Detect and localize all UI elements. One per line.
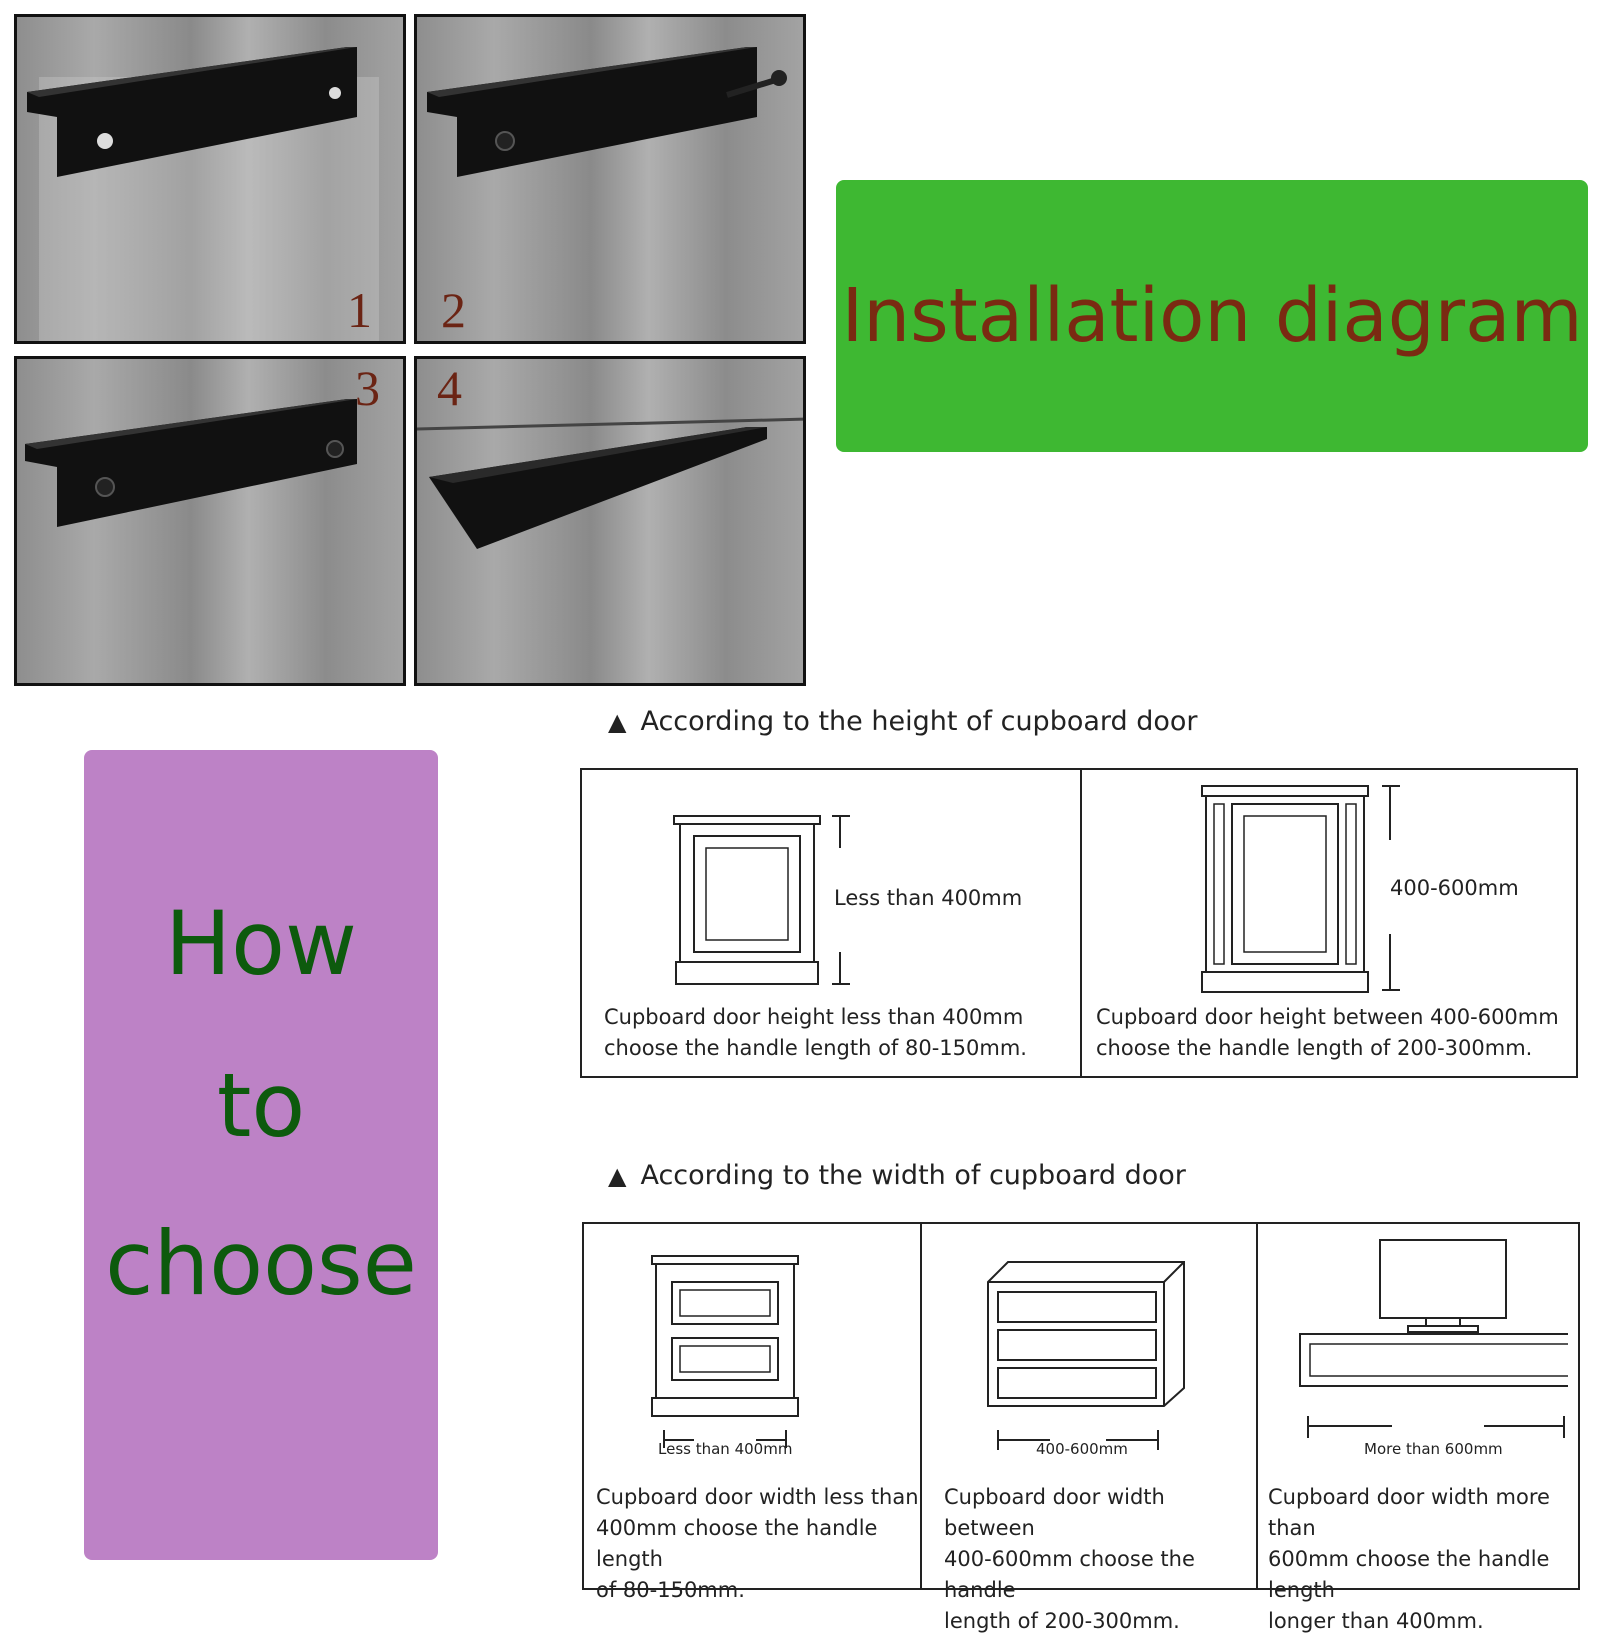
caption-line: of 80-150mm. [596, 1578, 745, 1602]
caption-line: Cupboard door width more than [1268, 1485, 1550, 1540]
height-option-medium-dimension: 400-600mm [1390, 876, 1519, 900]
width-option-medium: 400-600mm Cupboard door width between 40… [920, 1224, 1256, 1633]
width-options-table: Less than 400mm Cupboard door width less… [582, 1222, 1580, 1633]
install-step-2-panel: 2 [414, 14, 806, 344]
triangle-bullet-icon: ▲ [608, 708, 627, 736]
height-option-small-caption: Cupboard door height less than 400mm cho… [604, 1002, 1027, 1064]
height-option-small-dimension: Less than 400mm [834, 886, 1023, 910]
tv-stand-icon [1299, 1239, 1568, 1438]
caption-line: longer than 400mm. [1268, 1609, 1484, 1633]
handle-illustration-step-1 [27, 47, 379, 341]
step-number-4: 4 [437, 360, 462, 416]
height-option-medium-caption: Cupboard door height between 400-600mm c… [1096, 1002, 1559, 1064]
width-option-medium-dimension: 400-600mm [1036, 1440, 1128, 1458]
step-number-2: 2 [441, 282, 466, 338]
width-option-small-caption: Cupboard door width less than 400mm choo… [596, 1482, 920, 1606]
width-section-heading: ▲ According to the width of cupboard door [608, 1160, 1186, 1191]
width-option-small-dimension: Less than 400mm [658, 1440, 793, 1458]
short-cabinet-icon [673, 815, 850, 985]
height-section-heading-text: According to the height of cupboard door [640, 706, 1198, 737]
handle-illustration-step-3 [25, 399, 357, 527]
caption-line: choose the handle length of 80-150mm. [604, 1036, 1027, 1060]
caption-line: Cupboard door height less than 400mm [604, 1005, 1024, 1029]
installation-diagram-banner: Installation diagram [836, 180, 1588, 452]
width-option-medium-caption: Cupboard door width between 400-600mm ch… [944, 1482, 1256, 1637]
caption-line: length of 200-300mm. [944, 1609, 1180, 1633]
width-option-large-caption: Cupboard door width more than 600mm choo… [1268, 1482, 1578, 1637]
how-to-choose-word-1: How [165, 892, 357, 995]
width-option-large-dimension: More than 600mm [1364, 1440, 1503, 1458]
triangle-bullet-icon: ▲ [608, 1162, 627, 1190]
width-option-large: More than 600mm Cupboard door width more… [1256, 1224, 1578, 1633]
install-step-3-panel: 3 [14, 356, 406, 686]
handle-illustration-step-4 [417, 417, 803, 549]
caption-line: 400-600mm choose the handle [944, 1547, 1195, 1602]
how-to-choose-banner: How to choose [84, 750, 438, 1560]
installation-diagram-title: Installation diagram [841, 273, 1583, 359]
handle-illustration-step-2 [427, 47, 787, 177]
tall-cabinet-icon [1201, 785, 1400, 993]
caption-line: 400mm choose the handle length [596, 1516, 878, 1571]
width-option-small: Less than 400mm Cupboard door width less… [584, 1224, 920, 1602]
caption-line: choose the handle length of 200-300mm. [1096, 1036, 1533, 1060]
height-option-medium: 400-600mm Cupboard door height between 4… [1080, 770, 1576, 1076]
width-section-heading-text: According to the width of cupboard door [640, 1160, 1186, 1191]
install-step-4-panel: 4 [414, 356, 806, 686]
step-number-1: 1 [347, 282, 372, 338]
caption-line: Cupboard door width less than [596, 1485, 919, 1509]
install-step-1-panel: 1 [14, 14, 406, 344]
step-number-3: 3 [355, 360, 380, 416]
caption-line: Cupboard door height between 400-600mm [1096, 1005, 1559, 1029]
dresser-icon [987, 1261, 1185, 1450]
caption-line: Cupboard door width between [944, 1485, 1165, 1540]
height-options-table: Less than 400mm Cupboard door height les… [580, 768, 1578, 1078]
caption-line: 600mm choose the handle length [1268, 1547, 1550, 1602]
height-option-small: Less than 400mm Cupboard door height les… [582, 770, 1080, 1076]
how-to-choose-word-2: to [216, 1054, 306, 1157]
nightstand-icon [651, 1255, 799, 1448]
how-to-choose-word-3: choose [105, 1212, 417, 1315]
height-section-heading: ▲ According to the height of cupboard doo… [608, 706, 1198, 737]
